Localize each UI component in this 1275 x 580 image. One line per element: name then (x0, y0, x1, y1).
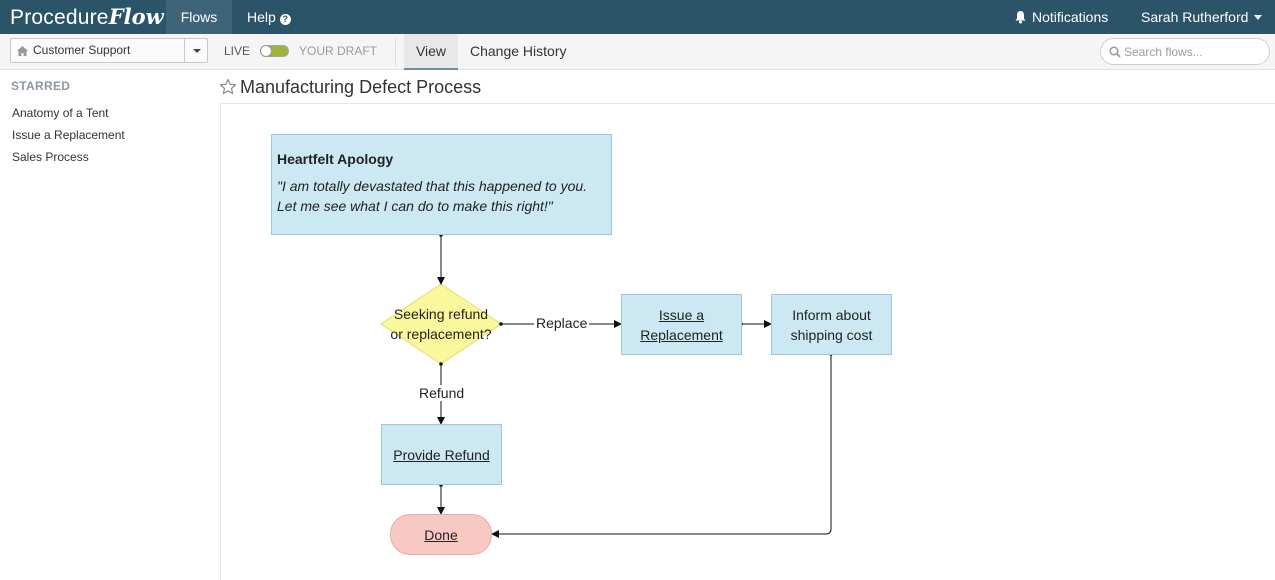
sidebar-item-sales-process[interactable]: Sales Process (12, 150, 89, 164)
node-heartfelt-apology-title: Heartfelt Apology (277, 151, 394, 167)
nav-help-label: Help (247, 9, 276, 25)
title-divider (220, 103, 1275, 104)
node-heartfelt-apology[interactable]: Heartfelt Apology "I am totally devastat… (271, 134, 612, 235)
search-icon (1109, 46, 1121, 58)
caret-down-icon (1254, 15, 1263, 20)
sidebar-divider (220, 103, 221, 580)
page-title: Manufacturing Defect Process (240, 77, 482, 97)
node-heartfelt-apology-quote-line2: Let me see what I can do to make this ri… (277, 198, 553, 214)
toggle-knob (260, 45, 272, 57)
nav-flows[interactable]: Flows (166, 0, 232, 34)
node-inform-shipping-cost[interactable]: Inform about shipping cost (771, 294, 892, 355)
team-select[interactable]: Customer Support (10, 38, 208, 63)
live-label: LIVE (224, 44, 251, 58)
node-provide-refund[interactable]: Provide Refund (381, 424, 502, 485)
notifications-link[interactable]: Notifications (1014, 0, 1108, 34)
inform-line1: Inform about (792, 306, 871, 323)
user-menu[interactable]: Sarah Rutherford (1141, 0, 1263, 34)
edge-label-refund: Refund (417, 385, 467, 401)
done-link[interactable]: Done (424, 526, 458, 543)
draft-label: YOUR DRAFT (299, 44, 377, 58)
star-icon[interactable] (219, 78, 237, 96)
issue-replacement-link-line1[interactable]: Issue a (658, 306, 705, 323)
tab-change-history[interactable]: Change History (470, 43, 567, 59)
node-issue-a-replacement[interactable]: Issue a Replacement (621, 294, 742, 355)
live-draft-toggle[interactable] (260, 45, 289, 57)
top-navbar: ProcedureFlow Flows Help? Notifications … (0, 0, 1275, 34)
sidebar: STARRED Anatomy of a Tent Issue a Replac… (0, 70, 220, 580)
sidebar-item-issue-a-replacement[interactable]: Issue a Replacement (12, 128, 125, 142)
procedureflow-logo[interactable]: ProcedureFlow (10, 4, 164, 30)
inform-line2: shipping cost (790, 326, 873, 343)
decision-line1: Seeking refund (393, 306, 489, 322)
chevron-down-icon (193, 49, 201, 53)
sidebar-item-anatomy-of-a-tent[interactable]: Anatomy of a Tent (12, 106, 109, 120)
tab-view[interactable]: View (404, 34, 458, 70)
toolbar-divider (395, 38, 396, 66)
starred-heading: STARRED (11, 79, 71, 93)
logo-text-flow: Flow (108, 4, 164, 29)
provide-refund-link[interactable]: Provide Refund (393, 446, 490, 463)
team-select-dropdown-button[interactable] (184, 39, 207, 62)
nav-help[interactable]: Help? (247, 0, 291, 34)
flow-toolbar: Customer Support LIVE YOUR DRAFT View Ch… (0, 34, 1275, 70)
user-name: Sarah Rutherford (1141, 9, 1249, 25)
decision-line2: or replacement? (390, 326, 492, 342)
team-select-value: Customer Support (33, 43, 131, 57)
node-done[interactable]: Done (390, 514, 492, 555)
search-input[interactable] (1124, 42, 1262, 61)
issue-replacement-link-line2[interactable]: Replacement (640, 326, 723, 343)
edge-label-replace: Replace (534, 315, 590, 331)
node-heartfelt-apology-quote-line1: "I am totally devastated that this happe… (277, 178, 588, 194)
bell-icon (1015, 11, 1026, 24)
search-box[interactable] (1100, 38, 1270, 65)
notifications-label: Notifications (1032, 9, 1109, 25)
home-icon (17, 46, 28, 56)
question-circle-icon: ? (279, 14, 291, 25)
node-decision-label[interactable]: Seeking refund or replacement? (381, 304, 501, 344)
logo-text-procedure: Procedure (10, 6, 109, 29)
